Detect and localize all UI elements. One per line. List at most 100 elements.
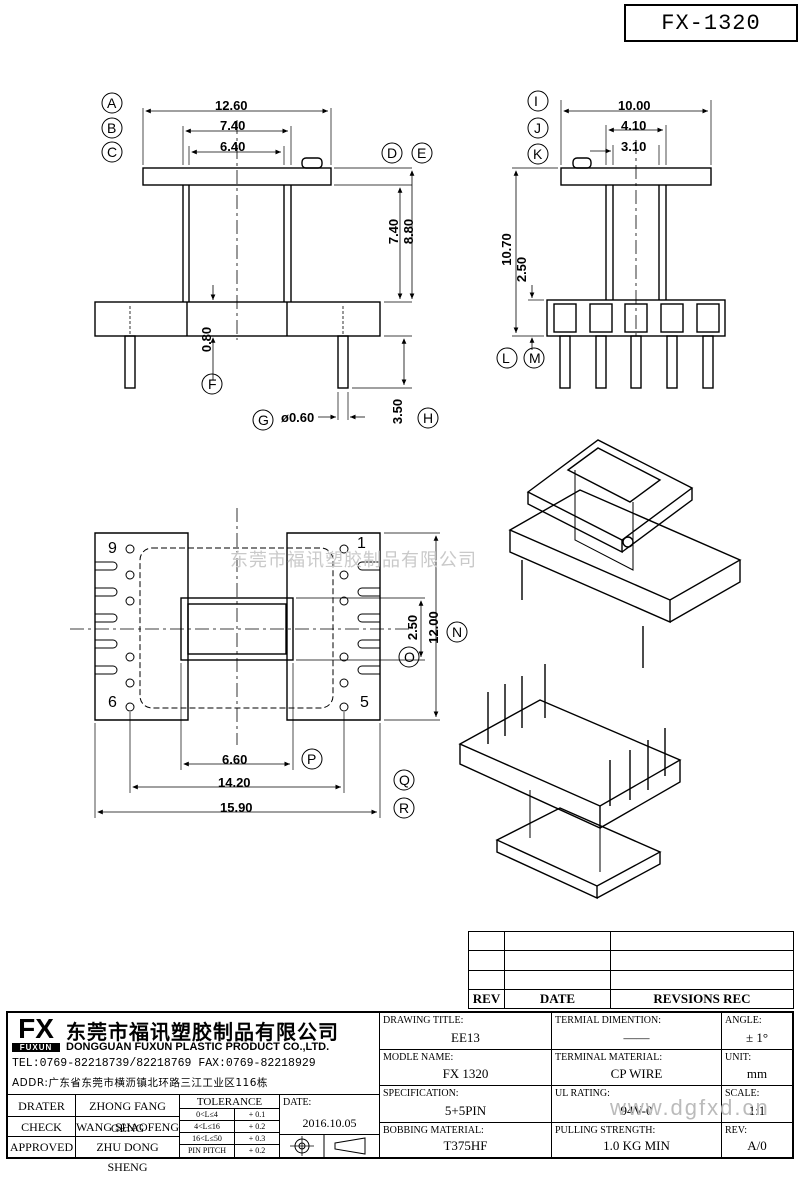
terminal-dimension-label: TERMIAL DIMENTION: — [555, 1015, 662, 1026]
label-o: O — [404, 649, 415, 665]
logo-subtext: FUXUN — [12, 1043, 60, 1052]
dim-side-width-mid: 4.10 — [621, 118, 647, 133]
side-view — [512, 100, 726, 389]
tol-range-1: 0<L≤4 — [180, 1109, 235, 1121]
rev-value: A/0 — [747, 1138, 767, 1153]
pin-number-5: 5 — [360, 694, 369, 711]
projection-symbol-icon — [290, 1135, 366, 1157]
label-q: Q — [399, 772, 410, 788]
terminal-material-cell: TERMINAL MATERIAL: CP WIRE — [552, 1050, 722, 1086]
date-header: DATE — [504, 988, 611, 1010]
revisions-header: REVSIONS REC — [610, 988, 794, 1010]
bottom-view-labels — [301, 621, 468, 819]
dim-side-width-top: 10.00 — [618, 98, 651, 113]
terminal-material-value: CP WIRE — [610, 1066, 663, 1081]
date-label: DATE: — [283, 1097, 312, 1108]
tol-value-3: + 0.3 — [235, 1133, 280, 1145]
sig-name-approved: ZHU DONG SHENG — [76, 1137, 180, 1174]
rev-label: REV: — [725, 1125, 748, 1136]
label-l: L — [502, 350, 510, 366]
model-name-value: FX 1320 — [442, 1066, 489, 1081]
drawing-number: FX-1320 — [624, 4, 798, 42]
terminal-dimension-value: —— — [623, 1030, 650, 1045]
unit-value: mm — [746, 1066, 768, 1081]
tol-value-2: + 0.2 — [235, 1121, 280, 1133]
label-f: F — [208, 376, 217, 392]
logo-text: FX — [18, 1013, 54, 1044]
bottom-view — [70, 508, 440, 818]
dim-bottom-width-mid: 14.20 — [218, 775, 251, 790]
date-value: 2016.10.05 — [302, 1116, 357, 1130]
sig-role-check: CHECK — [8, 1117, 76, 1137]
scale-cell: SCALE: 1:1 — [722, 1086, 792, 1123]
terminal-material-label: TERMINAL MATERIAL: — [555, 1052, 663, 1063]
company-address: ADDR:广东省东莞市横沥镇北环路三江工业区116栋 — [12, 1077, 268, 1089]
label-p: P — [307, 751, 317, 767]
pulling-strength-value: 1.0 KG MIN — [603, 1138, 670, 1153]
ul-rating-cell: UL RATING: 94V-0 — [552, 1086, 722, 1123]
watermark-text: 东莞市福讯塑胶制品有限公司 — [230, 550, 477, 571]
tolerance-title: TOLERANCE — [180, 1095, 280, 1109]
revision-table: REV DATE REVSIONS REC — [468, 930, 794, 1010]
label-b: B — [107, 120, 117, 136]
pulling-strength-label: PULLING STRENGTH: — [555, 1125, 656, 1136]
dim-front-width-top: 12.60 — [215, 98, 248, 113]
dim-front-width-mid: 7.40 — [220, 118, 246, 133]
label-m: M — [529, 350, 541, 366]
tol-range-3: 16<L≤50 — [180, 1133, 235, 1145]
dim-bottom-height-outer: 12.00 — [425, 611, 441, 644]
specification-value: 5+5PIN — [444, 1103, 487, 1118]
sig-role-approved: APPROVED — [8, 1137, 76, 1157]
dim-pin-length: 3.50 — [390, 398, 406, 425]
dim-front-width-core: 6.40 — [220, 139, 246, 154]
label-i: I — [534, 93, 538, 109]
isometric-bottom — [458, 664, 682, 900]
company-name-cn: 东莞市福讯塑胶制品有限公司 — [66, 1020, 339, 1044]
dim-bottom-height-inner: 2.50 — [405, 614, 421, 641]
specification-cell: SPECIFICATION: 5+5PIN — [380, 1086, 552, 1123]
rev-cell: REV: A/0 — [722, 1123, 792, 1157]
specification-label: SPECIFICATION: — [383, 1088, 459, 1099]
tol-value-pin: + 0.2 — [235, 1145, 280, 1157]
company-name-en: DONGGUAN FUXUN PLASTIC PRODUCT CO.,LTD. — [66, 1041, 330, 1053]
bobbin-material-cell: BOBBING MATERIAL: T375HF — [380, 1123, 552, 1157]
terminal-dimension-cell: TERMIAL DIMENTION: —— — [552, 1013, 722, 1050]
drawing-title-cell: DRAWING TITLE: EE13 — [380, 1013, 552, 1050]
company-block: FX FUXUN 东莞市福讯塑胶制品有限公司 DONGGUAN FUXUN PL… — [8, 1013, 380, 1095]
sig-name-drater: ZHONG FANG GENG — [76, 1095, 180, 1135]
dim-side-height-total: 10.70 — [498, 233, 514, 266]
label-h: H — [423, 410, 434, 426]
drawing-title-label: DRAWING TITLE: — [383, 1015, 464, 1026]
isometric-top — [508, 439, 742, 668]
sig-role-drater: DRATER — [8, 1095, 76, 1117]
unit-label: UNIT: — [725, 1052, 752, 1063]
pin-number-6: 6 — [108, 694, 117, 711]
dim-bottom-width-core: 6.60 — [222, 752, 248, 767]
dim-side-width-core: 3.10 — [621, 139, 647, 154]
date-cell: DATE: 2016.10.05 — [280, 1095, 380, 1135]
company-logo: FX FUXUN — [12, 1015, 60, 1052]
pin-number-1: 1 — [357, 535, 366, 552]
unit-cell: UNIT: mm — [722, 1050, 792, 1086]
angle-value: ± 1° — [745, 1030, 769, 1045]
label-e: E — [417, 145, 427, 161]
scale-value: 1:1 — [748, 1103, 766, 1118]
scale-label: SCALE: — [725, 1088, 760, 1099]
tol-range-pin: PIN PITCH — [180, 1145, 235, 1157]
front-view — [94, 108, 415, 420]
pin-number-9: 9 — [108, 540, 117, 557]
bobbin-material-label: BOBBING MATERIAL: — [383, 1125, 484, 1136]
side-view-labels — [496, 90, 549, 369]
dim-front-base: 0.80 — [199, 326, 215, 353]
tol-range-2: 4<L≤16 — [180, 1121, 235, 1133]
ul-rating-value: 94V-0 — [620, 1103, 653, 1118]
company-tel: TEL:0769-82218739/82218769 FAX:0769-8221… — [12, 1057, 316, 1070]
front-view-labels — [101, 92, 439, 431]
pulling-strength-cell: PULLING STRENGTH: 1.0 KG MIN — [552, 1123, 722, 1157]
projection-symbols — [280, 1135, 380, 1157]
sig-name-check: WANG SHAOFENG — [76, 1117, 180, 1137]
model-name-label: MODLE NAME: — [383, 1052, 454, 1063]
dim-front-height-outer: 8.80 — [401, 218, 417, 245]
angle-label: ANGLE: — [725, 1015, 762, 1026]
model-name-cell: MODLE NAME: FX 1320 — [380, 1050, 552, 1086]
